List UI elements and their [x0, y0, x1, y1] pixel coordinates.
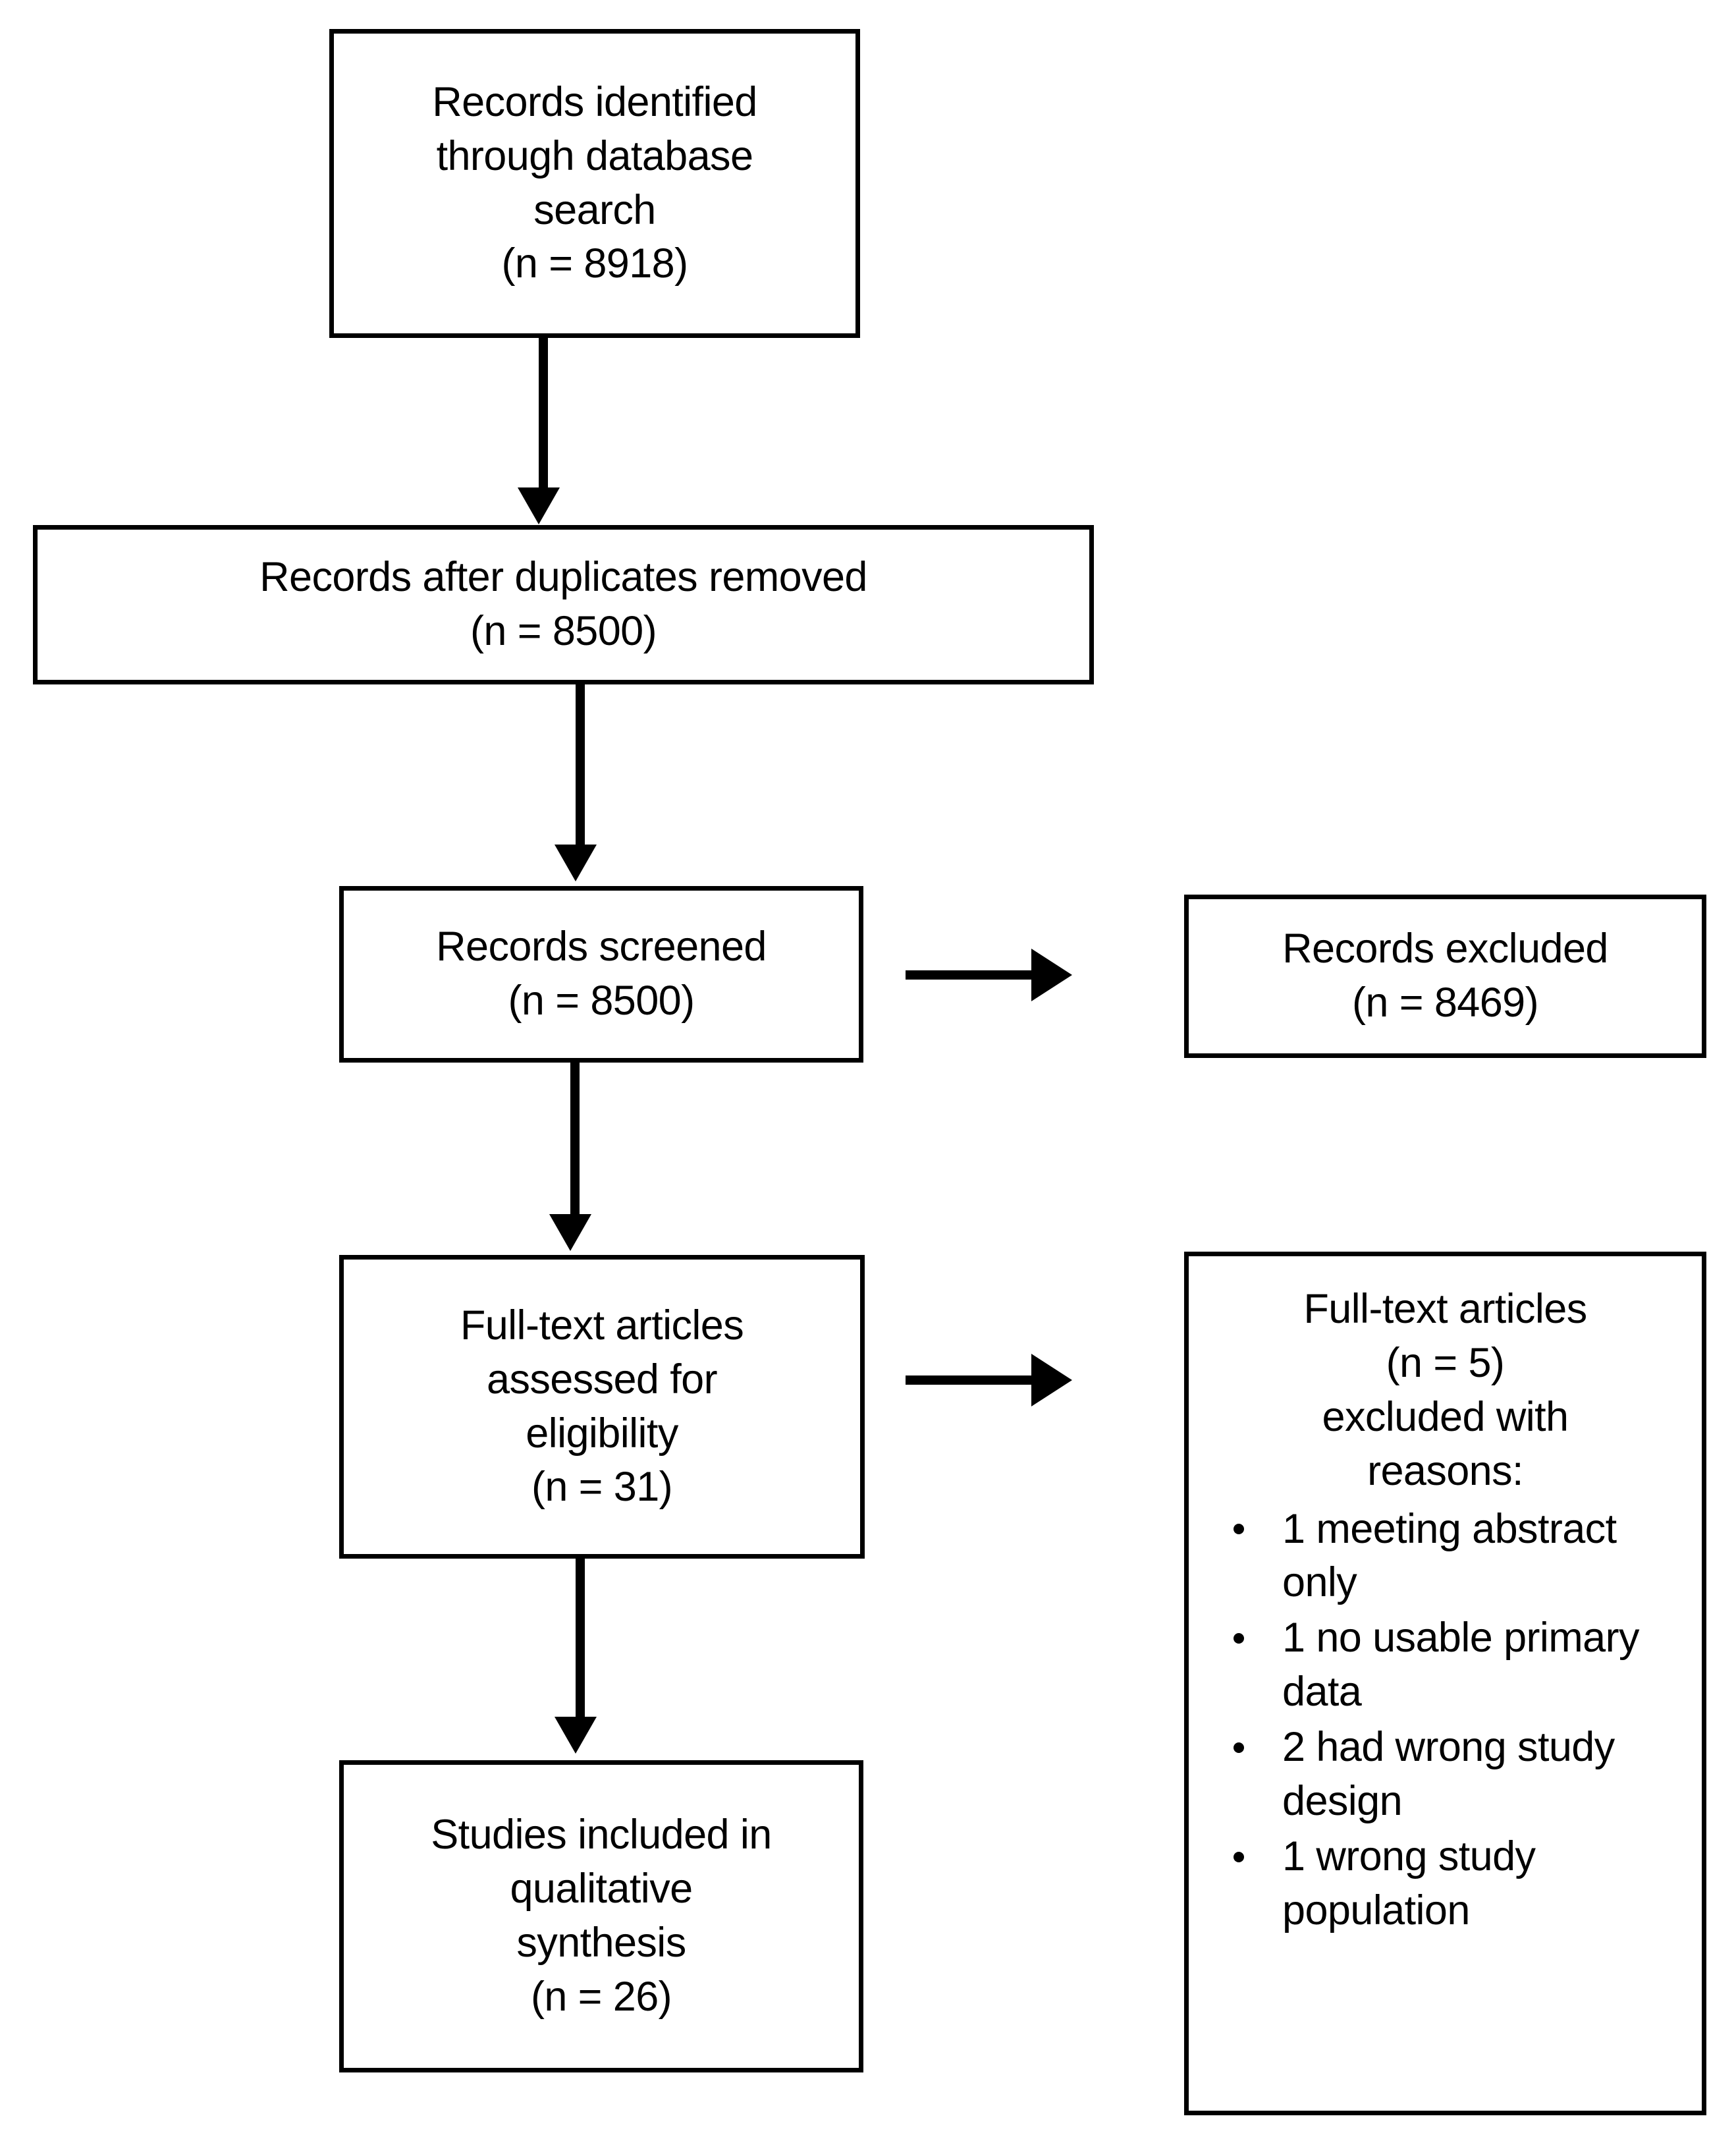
list-item-label: 1 no usable primary data — [1282, 1615, 1639, 1715]
arrow-fulltext-to-excluded-reasons-head — [1031, 1354, 1072, 1406]
node-studies-included-label: Studies included in qualitative synthesi… — [431, 1812, 772, 2020]
node-records-identified: Records identified through database sear… — [329, 29, 860, 338]
excluded-reasons-heading: Full-text articles (n = 5) excluded with… — [1303, 1286, 1587, 1494]
node-records-excluded: Records excluded (n = 8469) — [1184, 895, 1706, 1058]
arrow-duplicates-to-screened-stem — [576, 684, 585, 846]
list-item-label: 2 had wrong study design — [1282, 1724, 1615, 1825]
node-records-screened: Records screened (n = 8500) — [339, 886, 863, 1063]
arrow-fulltext-to-included-head — [555, 1717, 597, 1754]
node-fulltext-articles-excluded-with-reasons: Full-text articles (n = 5) excluded with… — [1184, 1252, 1706, 2115]
excluded-reasons-list: 1 meeting abstract only 1 no usable prim… — [1199, 1503, 1691, 1938]
arrow-screened-to-excluded-stem — [906, 970, 1035, 980]
arrow-screened-to-fulltext-stem — [570, 1063, 580, 1217]
arrow-fulltext-to-included-stem — [576, 1559, 585, 1719]
list-item-label: 1 meeting abstract only — [1282, 1505, 1617, 1606]
list-item: 1 no usable primary data — [1224, 1611, 1691, 1719]
node-fulltext-articles-assessed-label: Full-text articles assessed for eligibil… — [460, 1302, 744, 1511]
bullet-dot-icon — [1234, 1851, 1244, 1862]
node-fulltext-articles-assessed: Full-text articles assessed for eligibil… — [339, 1255, 865, 1559]
arrow-screened-to-excluded-head — [1031, 949, 1072, 1001]
bullet-dot-icon — [1234, 1633, 1244, 1644]
bullet-dot-icon — [1234, 1524, 1244, 1535]
excluded-reasons-content: Full-text articles (n = 5) excluded with… — [1189, 1256, 1702, 1939]
arrow-identified-to-duplicates-head — [518, 487, 560, 524]
bullet-dot-icon — [1234, 1742, 1244, 1753]
list-item: 1 wrong study population — [1224, 1830, 1691, 1938]
node-studies-included: Studies included in qualitative synthesi… — [339, 1760, 863, 2072]
arrow-fulltext-to-excluded-reasons-stem — [906, 1375, 1035, 1385]
list-item: 2 had wrong study design — [1224, 1721, 1691, 1829]
node-records-identified-label: Records identified through database sear… — [432, 78, 757, 287]
arrow-screened-to-fulltext-head — [549, 1214, 591, 1251]
list-item-label: 1 wrong study population — [1282, 1833, 1536, 1933]
node-records-screened-label: Records screened (n = 8500) — [436, 924, 767, 1024]
node-records-excluded-label: Records excluded (n = 8469) — [1282, 926, 1608, 1026]
arrow-duplicates-to-screened-head — [555, 845, 597, 881]
node-records-after-duplicates-removed-label: Records after duplicates removed (n = 85… — [259, 554, 867, 654]
arrow-identified-to-duplicates-stem — [539, 337, 548, 490]
list-item: 1 meeting abstract only — [1224, 1503, 1691, 1611]
node-records-after-duplicates-removed: Records after duplicates removed (n = 85… — [33, 525, 1094, 684]
